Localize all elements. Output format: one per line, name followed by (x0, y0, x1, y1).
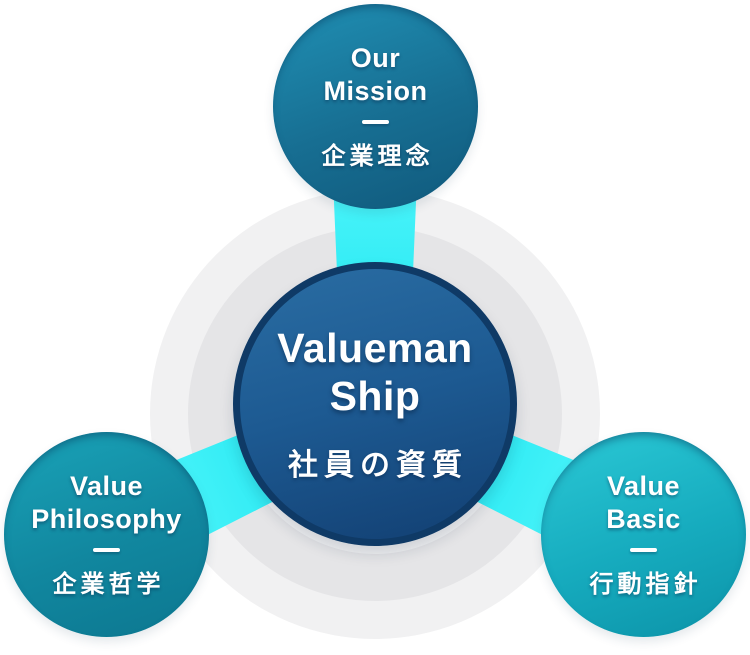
divider-bar (630, 548, 657, 553)
satellite-title-line2: Philosophy (31, 503, 182, 534)
satellite-title-line1: Value (606, 470, 681, 501)
divider-bar (93, 548, 120, 553)
satellite-title: Our Mission (323, 42, 427, 108)
satellite-title: Value Philosophy (31, 470, 182, 536)
satellite-circle-value-basic: Value Basic 行動指針 (541, 432, 746, 637)
satellite-circle-value-philosophy: Value Philosophy 企業哲学 (4, 432, 209, 637)
satellite-title: Value Basic (606, 470, 681, 536)
center-title-line2: Ship (329, 373, 421, 419)
satellite-title-line2: Basic (606, 503, 681, 534)
center-subtitle-japanese: 社員の資質 (288, 449, 468, 483)
center-title-line1: Valueman (277, 324, 473, 371)
satellite-subtitle-japanese: 企業理念 (321, 143, 434, 171)
satellite-subtitle-japanese: 行動指針 (589, 571, 702, 599)
center-circle-valueman-ship: Valueman Ship 社員の資質 (233, 262, 517, 546)
satellite-subtitle-japanese: 企業哲学 (52, 571, 165, 599)
satellite-circle-our-mission: Our Mission 企業理念 (273, 4, 478, 209)
center-title: Valueman Ship (277, 324, 472, 421)
satellite-title-line1: Value (69, 470, 144, 501)
divider-bar (362, 120, 389, 125)
satellite-title-line1: Our (350, 42, 401, 73)
satellite-title-line2: Mission (323, 75, 428, 106)
